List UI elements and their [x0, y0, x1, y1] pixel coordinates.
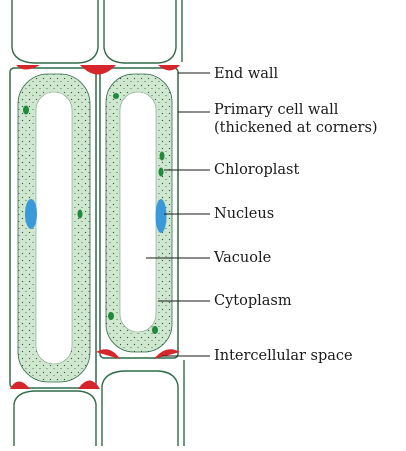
label-intercellular-space: Intercellular space [214, 348, 353, 365]
chloroplast [108, 312, 114, 320]
chloroplast [78, 210, 83, 219]
right-cell-vacuole [120, 92, 156, 332]
nucleus [156, 199, 167, 233]
chloroplast [160, 152, 165, 161]
upper-neighbor-cells [12, 0, 182, 63]
chloroplast [23, 106, 29, 115]
label-cytoplasm: Cytoplasm [214, 293, 292, 310]
label-primary-cell-wall: Primary cell wall [214, 102, 338, 119]
chloroplast [113, 93, 119, 99]
left-cell-vacuole [36, 92, 72, 364]
chloroplast [152, 326, 158, 334]
label-nucleus: Nucleus [214, 206, 274, 223]
label-primary-cell-wall-note: (thickened at corners) [214, 120, 378, 137]
nucleus [25, 199, 37, 229]
chloroplast [159, 168, 164, 177]
label-vacuole: Vacuole [214, 250, 271, 267]
label-chloroplast: Chloroplast [214, 162, 299, 179]
left-cell [10, 68, 96, 388]
label-end-wall: End wall [214, 66, 278, 83]
